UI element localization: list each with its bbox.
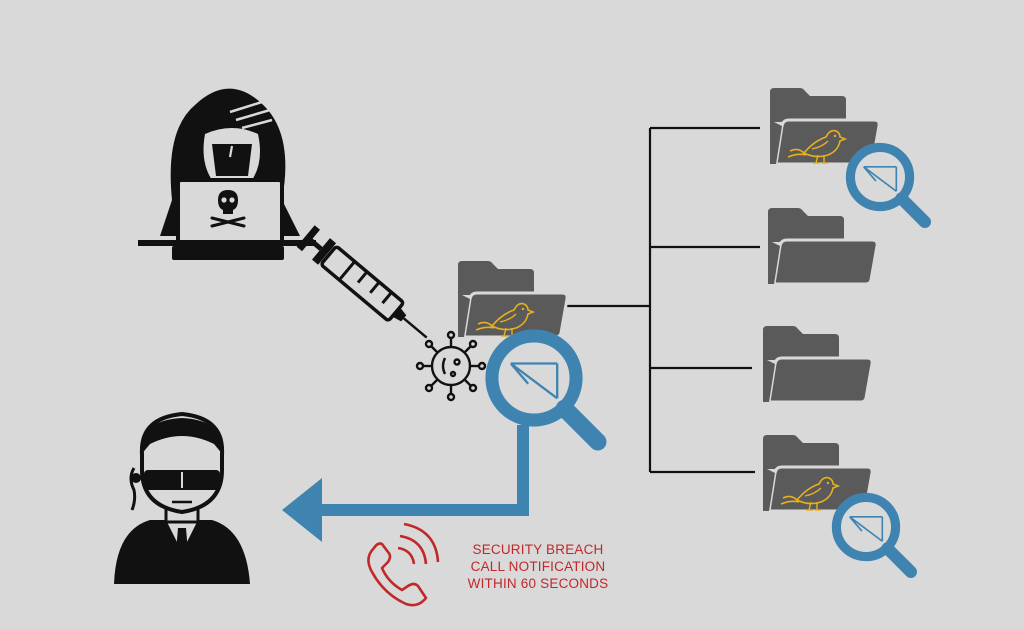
folder-3-icon bbox=[761, 324, 874, 404]
magnifier-icon bbox=[492, 336, 598, 442]
alert-line-2: CALL NOTIFICATION bbox=[470, 559, 606, 574]
virus-icon bbox=[415, 330, 487, 402]
alert-line-3: WITHIN 60 SECONDS bbox=[467, 576, 609, 591]
folder-2-icon bbox=[766, 206, 879, 286]
security-agent-icon bbox=[114, 411, 250, 584]
security-breach-notice: SECURITY BREACH CALL NOTIFICATION WITHIN… bbox=[452, 541, 624, 592]
ringing-phone-icon bbox=[367, 522, 440, 607]
tree-connectors bbox=[565, 126, 760, 474]
magnifier-icon-1 bbox=[850, 147, 924, 221]
syringe-icon bbox=[296, 225, 428, 339]
central-folder-icon bbox=[456, 259, 569, 339]
alert-arrow bbox=[282, 425, 529, 542]
hacker-with-laptop-icon bbox=[138, 88, 316, 260]
alert-line-1: SECURITY BREACH bbox=[472, 542, 604, 557]
magnifier-icon-4 bbox=[836, 497, 910, 571]
